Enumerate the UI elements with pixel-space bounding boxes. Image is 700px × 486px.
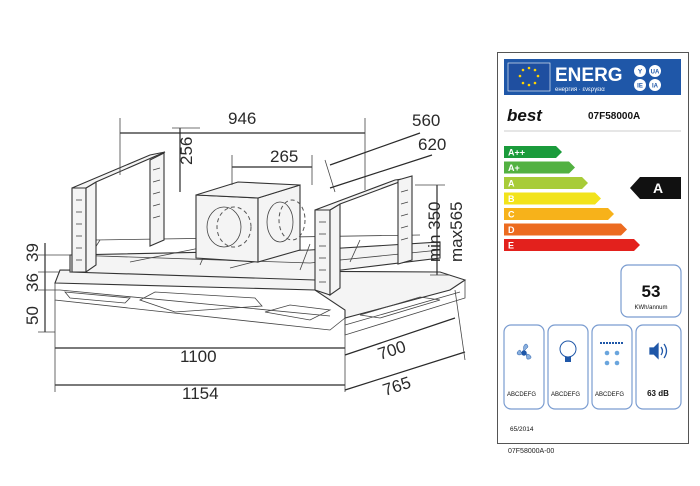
class-arrow-aplus [504,161,575,174]
dim-50: 50 [23,306,42,325]
filter-class-text: ABCDEFG [595,392,624,398]
dim-39: 39 [23,243,42,262]
fan-icon [516,343,532,360]
dim-1100: 1100 [180,347,217,366]
sound-icon [649,342,668,360]
fan-class-text: ABCDEFG [507,392,536,398]
efficiency-scale: A++ A+ ABCDE [504,146,640,251]
right-bracket [314,175,413,297]
consumption-unit: KWh/annum [634,305,667,311]
class-label: D [508,225,515,235]
lightbulb-icon [559,340,577,362]
consumption-value: 53 [642,282,661,301]
class-arrow-a [504,177,588,189]
rating-arrow [630,177,681,199]
regulation-number: 65/2014 [510,426,534,433]
light-efficiency-box: ABCDEFG [547,324,589,410]
dim-560: 560 [412,111,440,130]
dim-36: 36 [23,273,42,292]
left-bracket [71,151,166,274]
energ-title: ENERG [555,65,623,86]
motor-box [195,181,306,263]
dim-1154: 1154 [182,384,219,403]
grease-filter-icon [600,342,624,366]
language-codes: Y UA IE IA [634,65,661,91]
eu-stars-icon [518,66,540,87]
svg-text:Y: Y [638,69,643,76]
dim-946: 946 [228,109,256,128]
fan-efficiency-box: ABCDEFG [503,324,545,410]
brand-logo: best [507,106,543,125]
filter-efficiency-box: ABCDEFG [591,324,633,410]
class-label: B [508,194,515,204]
class-label: E [508,241,514,251]
class-arrow-d [504,223,627,236]
model-number: 07F58000A [588,111,640,122]
energ-subtitle: енергия · ενεργεια [555,87,605,93]
class-label: A [508,179,515,189]
svg-text:IA: IA [652,84,659,90]
dim-620: 620 [418,135,446,154]
hood-base [54,269,467,336]
class-arrow-e [504,239,640,251]
noise-box: 63 dB [635,324,682,410]
technical-drawing: 946 560 620 256 265 min 350 max565 39 36… [23,109,467,403]
rating-class: A [653,180,663,196]
class-arrow-b [504,192,601,205]
dim-max-565: max565 [447,202,466,262]
svg-text:UA: UA [651,70,660,76]
energy-label: ENERG енергия · ενεργεια Y UA IE IA best… [497,52,689,444]
dim-256: 256 [177,137,196,165]
model-code-footer: 07F58000A-00 [508,448,555,455]
dimension-lines [38,118,466,392]
class-arrow-c [504,208,614,220]
class-label: A++ [508,148,525,158]
dim-265: 265 [270,147,298,166]
noise-value: 63 dB [647,389,669,398]
consumption-box [620,264,682,318]
class-arrow-aplusplus [504,146,562,158]
class-label: C [508,210,515,220]
dim-min-350: min 350 [425,202,444,262]
class-label: A+ [508,163,520,173]
dim-700: 700 [375,337,408,364]
svg-text:IE: IE [637,84,643,90]
light-class-text: ABCDEFG [551,392,580,398]
